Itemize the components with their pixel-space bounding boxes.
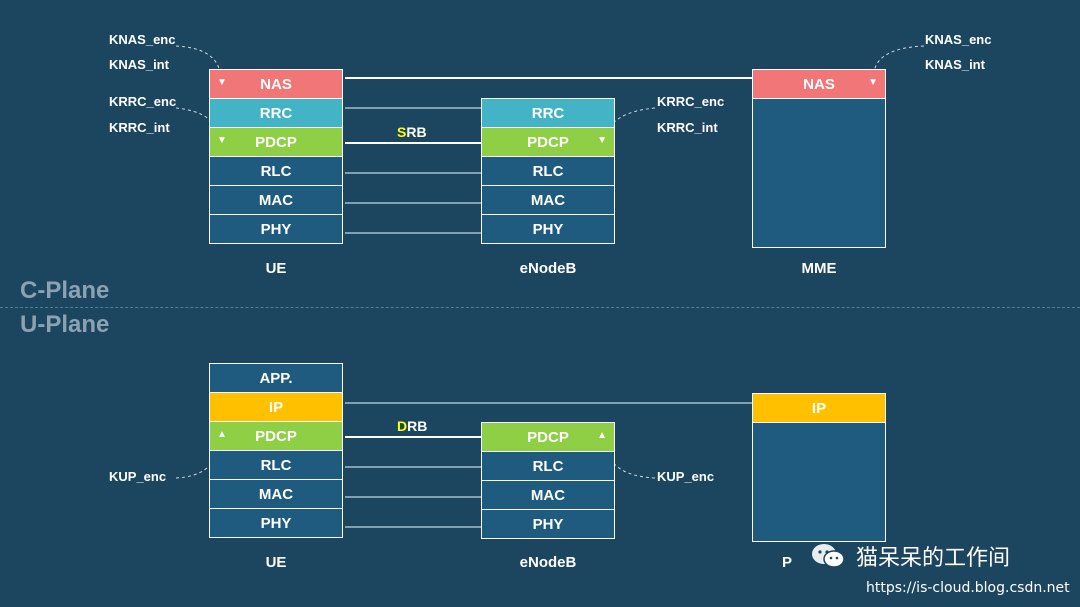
layer-label: RLC (260, 162, 292, 180)
cp-ue-rrc-layer: RRC (209, 99, 343, 128)
arrow-down-icon: ▼ (868, 77, 878, 88)
cp-enb-stack: RRC ▼ PDCP RLC MAC PHY (481, 98, 615, 244)
layer-label: IP (811, 399, 827, 417)
up-enb-mac-layer: MAC (481, 481, 615, 510)
watermark: 猫呆呆的工作间 (810, 540, 1010, 572)
layer-label: IP (268, 398, 284, 416)
leader-mme-nas (873, 45, 925, 73)
up-ue-mac-layer: MAC (209, 480, 343, 509)
key-ue-rrc-enc: KRRC_enc (109, 94, 177, 109)
leader-enb-up (605, 447, 656, 479)
cp-mme-body (752, 99, 886, 248)
c-plane-label: C-Plane (20, 277, 110, 304)
cp-mme-stack: ▼ NAS (752, 69, 886, 248)
up-enb-phy-layer: PHY (481, 510, 615, 539)
up-ue-rlc-layer: RLC (209, 451, 343, 480)
cp-enb-mac-layer: MAC (481, 186, 615, 215)
layer-label: RRC (259, 104, 293, 122)
cp-ue-stack: ▼ NAS RRC ▼ PDCP RLC MAC PHY (209, 69, 343, 244)
watermark-text: 猫呆呆的工作间 (856, 546, 1011, 571)
arrow-down-icon: ▼ (597, 135, 607, 146)
arrow-down-icon: ▼ (217, 135, 227, 146)
drb-rest: RB (407, 418, 428, 434)
leader-ue-nas (175, 45, 221, 73)
cp-enb-pdcp-layer: ▼ PDCP (481, 128, 615, 157)
up-enb-pdcp-layer: ▲ PDCP (481, 422, 615, 452)
u-plane-label: U-Plane (20, 311, 110, 338)
watermark-url: https://is-cloud.blog.csdn.net (866, 580, 1070, 596)
cp-ue-phy-layer: PHY (209, 215, 343, 244)
cp-ue-label: UE (265, 260, 287, 277)
up-ue-app-layer: APP. (209, 363, 343, 393)
layer-label: NAS (260, 75, 292, 93)
cp-enb-phy-layer: PHY (481, 215, 615, 244)
layer-label: PHY (260, 220, 292, 238)
key-ue-up-enc: KUP_enc (109, 469, 167, 484)
drb-highlight: D (397, 418, 408, 434)
cp-mme-label: MME (801, 260, 837, 277)
layer-label: PHY (532, 515, 564, 533)
srb-rest: RB (406, 124, 427, 140)
layer-label: MAC (530, 191, 566, 209)
up-gw-label: P (781, 554, 792, 571)
wechat-icon (812, 544, 845, 568)
key-mme-nas-int: KNAS_int (925, 57, 985, 72)
key-ue-nas-int: KNAS_int (109, 57, 169, 72)
drb-label: DRB (397, 418, 427, 434)
layer-label: MAC (258, 191, 294, 209)
layer-label: RRC (531, 104, 565, 122)
cp-ue-pdcp-layer: ▼ PDCP (209, 128, 343, 157)
up-ue-phy-layer: PHY (209, 509, 343, 538)
cp-ue-nas-layer: ▼ NAS (209, 69, 343, 99)
cp-enb-rlc-layer: RLC (481, 157, 615, 186)
layer-label: PDCP (527, 133, 569, 151)
layer-label: RLC (532, 457, 564, 475)
layer-label: PHY (260, 514, 292, 532)
srb-highlight: S (397, 124, 407, 140)
key-ue-rrc-int: KRRC_int (109, 120, 170, 135)
cp-ue-mac-layer: MAC (209, 186, 343, 215)
up-ue-stack: APP. IP ▲ PDCP RLC MAC PHY (209, 363, 343, 538)
up-ue-pdcp-layer: ▲ PDCP (209, 422, 343, 451)
plane-divider (0, 307, 1080, 308)
up-enb-rlc-layer: RLC (481, 452, 615, 481)
srb-label: SRB (397, 124, 427, 140)
arrow-up-icon: ▲ (597, 430, 607, 441)
arrow-down-icon: ▼ (217, 77, 227, 88)
layer-label: RLC (260, 456, 292, 474)
up-enb-stack: ▲ PDCP RLC MAC PHY (481, 422, 615, 539)
layer-label: PDCP (255, 427, 297, 445)
cp-enb-rrc-layer: RRC (481, 98, 615, 128)
key-ue-nas-enc: KNAS_enc (109, 32, 176, 47)
up-enb-label: eNodeB (519, 554, 577, 571)
cp-enb-label: eNodeB (519, 260, 577, 277)
cp-ue-rlc-layer: RLC (209, 157, 343, 186)
key-enb-rrc-enc: KRRC_enc (657, 94, 725, 109)
key-mme-nas-enc: KNAS_enc (925, 32, 992, 47)
layer-label: PDCP (255, 133, 297, 151)
key-enb-up-enc: KUP_enc (657, 469, 715, 484)
up-gw-body (752, 423, 886, 542)
cp-mme-nas-layer: ▼ NAS (752, 69, 886, 99)
arrow-up-icon: ▲ (217, 429, 227, 440)
layer-label: PDCP (527, 428, 569, 446)
up-ue-label: UE (265, 554, 287, 571)
up-gw-ip-layer: IP (752, 393, 886, 423)
layer-label: PHY (532, 220, 564, 238)
layer-label: APP. (259, 369, 293, 387)
leader-ue-up (175, 447, 219, 479)
up-gw-stack: IP (752, 393, 886, 542)
layer-label: NAS (803, 75, 835, 93)
layer-label: MAC (258, 485, 294, 503)
key-enb-rrc-int: KRRC_int (657, 120, 718, 135)
layer-label: RLC (532, 162, 564, 180)
up-ue-ip-layer: IP (209, 393, 343, 422)
layer-label: MAC (530, 486, 566, 504)
